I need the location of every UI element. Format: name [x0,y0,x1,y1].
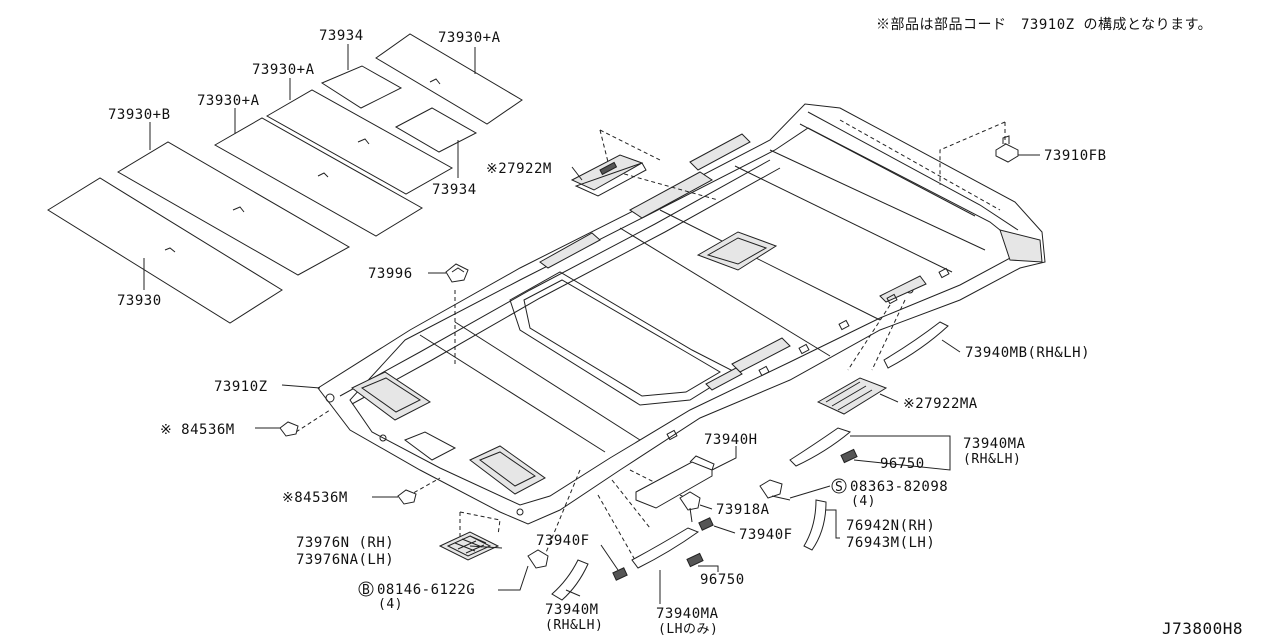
label-73918a: 73918A [716,502,770,518]
label-73996: 73996 [368,266,413,282]
label-08146: 08146-6122G [377,582,475,598]
grip-73940m [527,549,589,601]
label-73910z: 73910Z [214,379,268,395]
label-73930-a-3: 73930+A [438,30,501,46]
label-84536m-2: ※84536M [282,490,348,506]
pad-73930-a-3 [375,33,523,125]
pad-73934-a [320,65,403,109]
pad-73930-a-2 [265,89,454,195]
map-lamp-27922m [570,154,647,197]
leader-lines [255,154,1040,604]
note-text: ※部品は部品コード 73910Z の構成となります。 [876,17,1212,33]
label-73940f-1: 73940F [739,527,793,543]
clip-84536m-2 [397,489,417,505]
label-73976n: 73976N (RH) [296,535,394,551]
pad-73930-a-1 [213,117,423,237]
label-73976na: 73976NA(LH) [296,552,394,568]
label-84536m-1: ※ 84536M [160,422,235,438]
pad-73930 [47,177,283,324]
label-08363: 08363-82098 [850,479,948,495]
pad-73934-b [394,107,478,153]
label-73940h: 73940H [704,432,758,448]
clip-73996 [445,263,469,283]
clip-73910fb [995,135,1019,163]
label-73940m-rhlh: (RH&LH) [545,618,603,633]
grip-73940mb [883,321,949,369]
label-08146-qty: (4) [378,597,403,612]
bracket-73940h [635,455,715,509]
label-76942n: 76942N(RH) [846,518,935,534]
label-73940ma-lh-only: (LHのみ) [658,622,718,637]
label-96750-lower: 96750 [700,572,745,588]
grip-73940ma-lower [631,527,704,569]
install-guides [295,121,1006,561]
label-73940mb: 73940MB(RH&LH) [965,345,1090,361]
cap-73940f-1 [698,517,714,531]
label-73934-b: 73934 [432,182,477,198]
label-73930-a-2: 73930+A [252,62,315,78]
pad-73930-b [117,141,351,276]
label-76943m: 76943M(LH) [846,535,935,551]
clip-84536m-1 [279,421,299,437]
cap-73940f-2 [612,567,628,581]
label-73930-a-1: 73930+A [197,93,260,109]
headlining-body [317,103,1046,525]
label-73934-a: 73934 [319,28,364,44]
label-73940ma-rhlh: (RH&LH) [963,452,1021,467]
label-73910fb: 73910FB [1044,148,1107,164]
lamp-27922ma [816,377,888,415]
screw-08363 [759,479,791,501]
headlining-assembly [317,103,1046,525]
diagram-id: J73800H8 [1162,619,1243,638]
label-73940f-2: 73940F [536,533,590,549]
part-labels: 73934 73930+A 73930+A 73930+A 73930+B 73… [108,28,1107,637]
label-08363-qty: (4) [851,494,876,509]
label-96750-upper: 96750 [880,456,925,472]
label-27922ma: ※27922MA [903,396,978,412]
label-73930-b: 73930+B [108,107,171,123]
circle-s-letter: S [835,480,843,495]
map-lamp-opening [469,445,546,495]
circle-s-icon [831,478,847,494]
label-73940m: 73940M [545,602,599,618]
circle-b-icon [358,581,374,597]
dome-lamp-opening [696,231,778,271]
label-27922m: ※27922M [486,161,552,177]
clip-73918a [679,491,701,523]
pad-panels [47,33,523,324]
label-73930: 73930 [117,293,162,309]
label-73940ma-lower: 73940MA [656,606,719,622]
label-73940ma-upper: 73940MA [963,436,1026,452]
lamp-73976n [438,531,500,561]
grip-76942n [803,499,827,551]
grip-73940ma-upper [789,427,858,467]
circle-b-letter: B [362,583,370,598]
